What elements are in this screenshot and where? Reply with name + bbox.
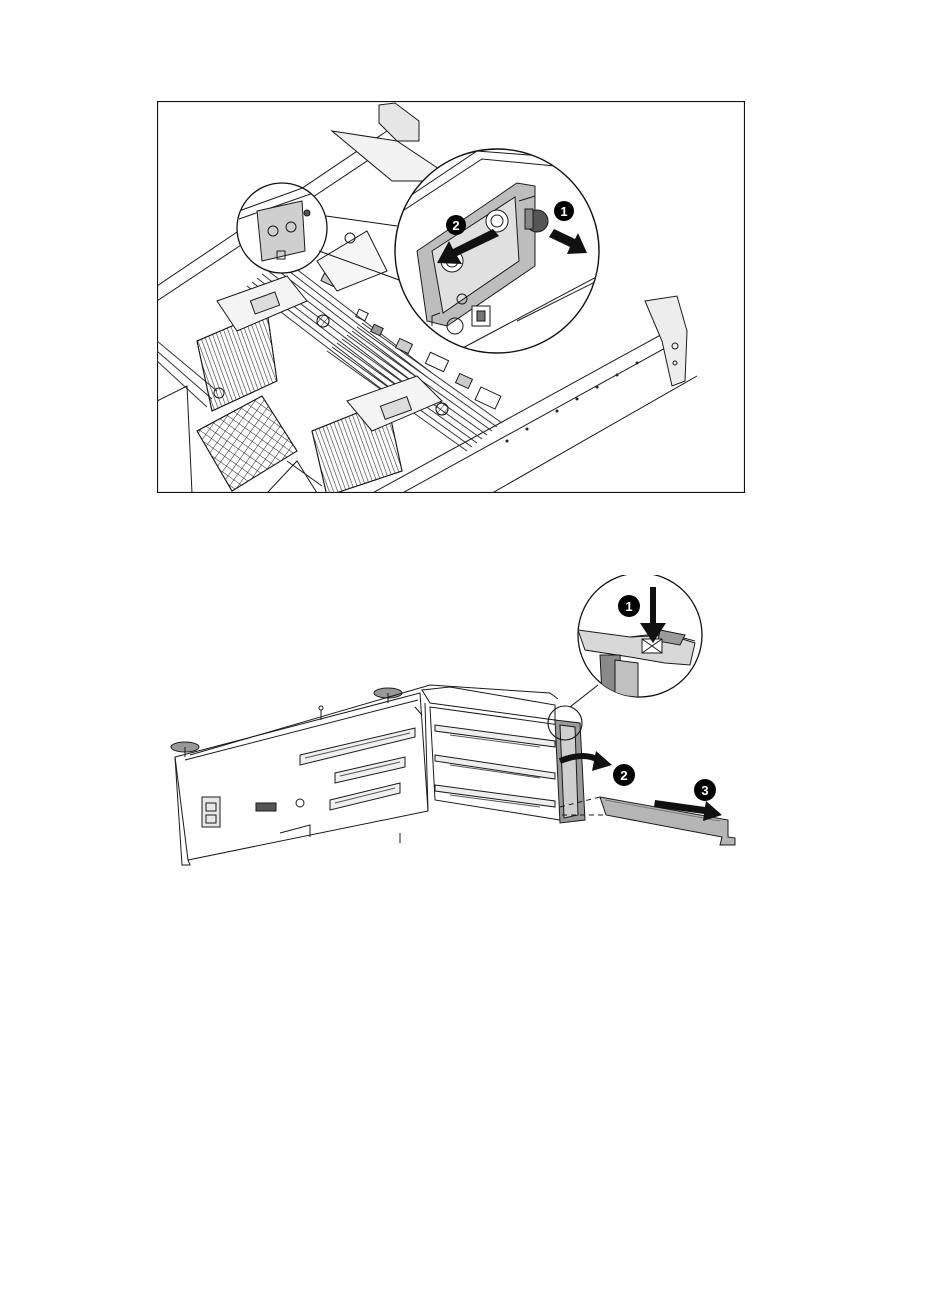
riser-cage-body — [171, 685, 585, 865]
callout-2-label: 2 — [620, 768, 627, 783]
latch-zoom-circle — [570, 575, 702, 707]
callout-2-label: 2 — [452, 218, 459, 233]
riser-illustration: 1 2 3 — [160, 575, 740, 875]
callout-2: 2 — [446, 215, 466, 235]
callout-3-label: 3 — [701, 783, 708, 798]
callout-2: 2 — [613, 764, 635, 786]
callout-1-label: 1 — [625, 599, 632, 614]
figure-server-chassis: 1 2 — [157, 101, 745, 493]
callout-1-label: 1 — [560, 204, 567, 219]
chassis-illustration: 1 2 — [157, 101, 745, 493]
callout-1: 1 — [618, 595, 640, 617]
figure-riser-cage: 1 2 3 — [160, 575, 740, 875]
callout-3: 3 — [694, 779, 716, 801]
callout-1: 1 — [554, 201, 574, 221]
